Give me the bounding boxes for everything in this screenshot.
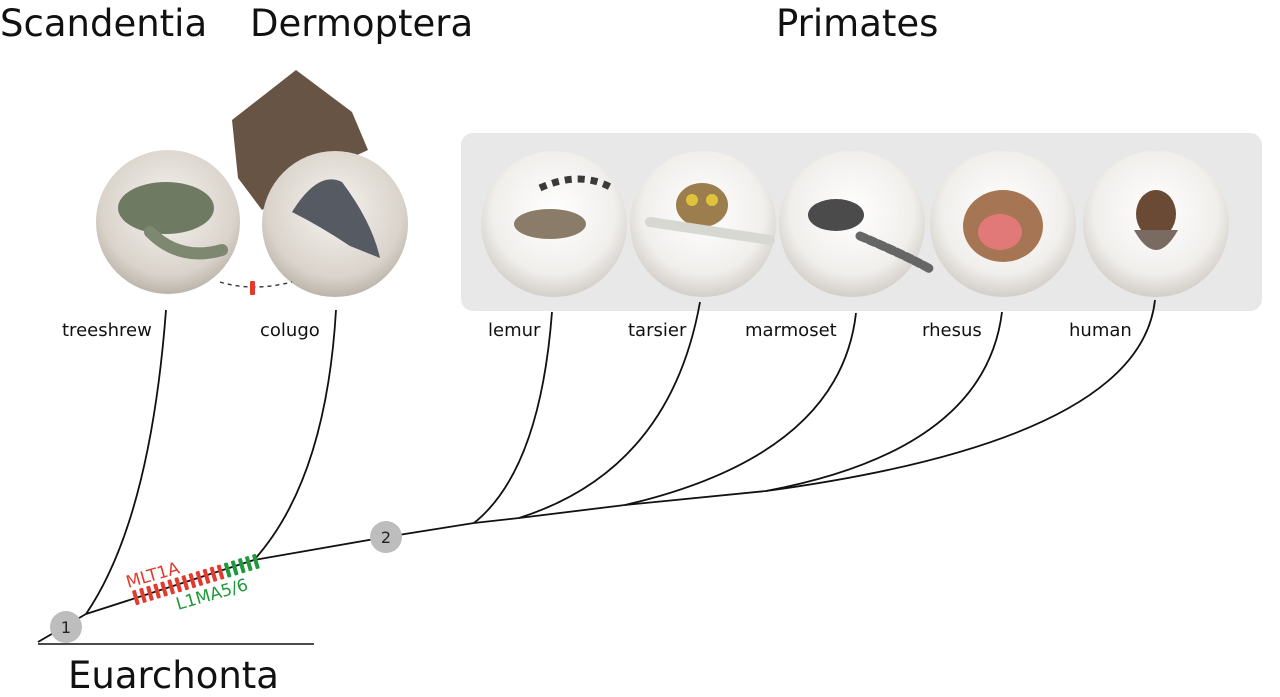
mlt1a-tick <box>209 566 218 582</box>
marmoset-icon <box>808 199 864 231</box>
branch-marmoset <box>518 312 857 519</box>
mlt1a-tick <box>188 573 197 589</box>
node-2: 2 <box>370 521 402 553</box>
l1ma56-tick <box>252 553 260 570</box>
marker-label-mlt1a: MLT1A <box>124 558 182 592</box>
connection-marker <box>250 281 255 295</box>
taxon-label-human: human <box>1069 320 1132 341</box>
group-label-primates: Primates <box>776 2 938 45</box>
human-icon <box>1136 190 1176 238</box>
taxon-label-rhesus: rhesus <box>922 320 982 341</box>
tarsier-icon <box>676 183 728 227</box>
lemur-icon <box>514 209 586 239</box>
taxon-label-lemur: lemur <box>488 320 541 341</box>
taxon-label-colugo: colugo <box>260 320 320 341</box>
branch-colugo <box>85 309 337 615</box>
l1ma56-tick <box>230 560 239 576</box>
treeshrew-colugo-connection <box>219 281 293 288</box>
human-bubble <box>1083 151 1229 297</box>
mlt1a-tick <box>132 589 140 606</box>
rhesus-bubble <box>930 151 1076 297</box>
mlt1a-tick <box>216 564 225 580</box>
l1ma56-tick <box>238 558 246 574</box>
mlt1a-tick <box>181 575 190 591</box>
treeshrew-bubble <box>96 150 240 294</box>
mlt1a-tick <box>153 583 161 599</box>
branch-tarsier <box>473 301 701 524</box>
branch-treeshrew <box>37 309 167 643</box>
marmoset-bubble <box>779 151 937 297</box>
colugo-gliding-icon <box>232 70 368 210</box>
tarsier-bubble <box>630 151 776 297</box>
colugo-bubble <box>262 151 408 297</box>
branch-human <box>765 299 1156 492</box>
node-label-2: 2 <box>381 528 391 547</box>
mlt1a-tick <box>202 568 211 584</box>
group-label-euarchonta: Euarchonta <box>68 654 279 697</box>
mlt1a-tick <box>167 579 175 595</box>
node-1: 1 <box>50 611 82 643</box>
taxon-label-marmoset: marmoset <box>745 320 837 341</box>
branch-rhesus <box>624 311 1003 506</box>
taxon-label-tarsier: tarsier <box>628 320 687 341</box>
mlt1a-tick <box>146 585 154 601</box>
branch-lemur <box>473 311 553 524</box>
mlt1a-tick <box>174 577 183 593</box>
tree-branches <box>37 299 1156 643</box>
mlt1a-tick <box>195 570 204 586</box>
treeshrew-icon <box>118 182 214 234</box>
node-label-1: 1 <box>61 618 71 637</box>
group-label-scandentia: Scandentia <box>0 2 207 45</box>
l1ma56-tick <box>245 556 253 572</box>
mlt1a-tick <box>160 581 168 597</box>
taxon-label-treeshrew: treeshrew <box>62 320 152 341</box>
group-label-dermoptera: Dermoptera <box>250 2 473 45</box>
branch-stem <box>253 522 475 561</box>
marker-ticks <box>132 553 260 606</box>
colugo-icon <box>292 179 380 258</box>
l1ma56-tick <box>223 562 232 578</box>
mlt1a-tick <box>139 587 147 603</box>
lemur-bubble <box>481 151 627 297</box>
